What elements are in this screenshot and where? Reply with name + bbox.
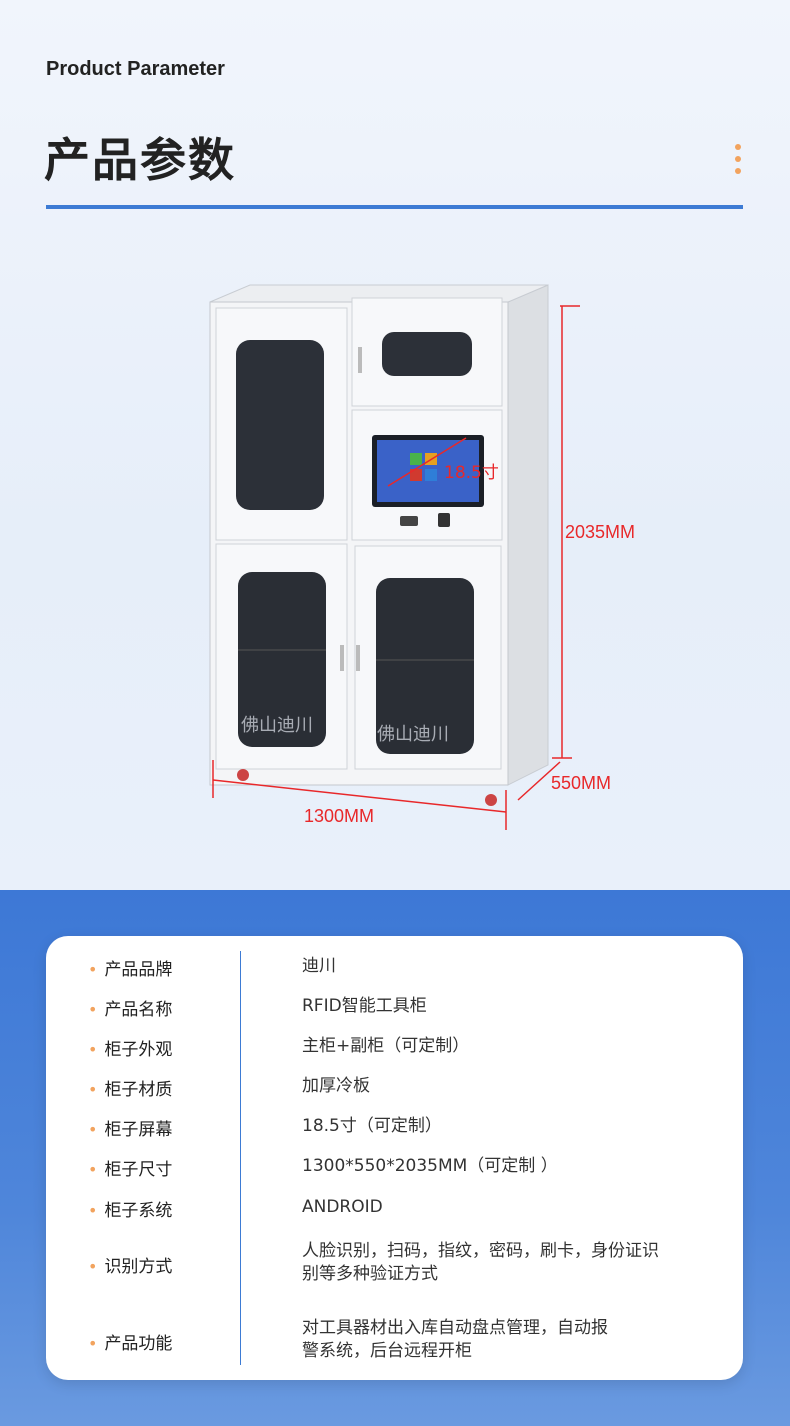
param-value: ANDROID (302, 1197, 383, 1217)
param-value: RFID智能工具柜 (302, 996, 427, 1016)
param-value: 18.5寸（可定制） (302, 1116, 442, 1136)
param-key: 柜子材质 (88, 1075, 172, 1100)
param-key: 柜子屏幕 (88, 1115, 172, 1140)
param-key: 柜子尺寸 (88, 1155, 172, 1180)
param-value: 人脸识别，扫码，指纹，密码，刷卡，身份证识别等多种验证方式 (302, 1241, 659, 1284)
glass-window (238, 572, 326, 747)
height-label: 2035MM (565, 522, 635, 542)
param-value: 主柜+副柜（可定制） (302, 1036, 470, 1056)
watermark-right: 佛山迪川 (377, 724, 449, 745)
param-key: 柜子外观 (88, 1035, 172, 1060)
param-key: 产品名称 (88, 995, 172, 1020)
cabinet-illustration: 佛山迪川 佛山迪川 2035MM 550MM 1300MM 18.5寸 (209, 284, 635, 830)
param-value: 加厚冷板 (302, 1076, 370, 1096)
param-key: 识别方式 (88, 1252, 172, 1277)
param-key: 柜子系统 (88, 1196, 172, 1221)
width-label: 1300MM (304, 806, 374, 826)
title-underline (46, 205, 743, 209)
param-value: 迪川 (302, 956, 336, 976)
param-key: 产品品牌 (88, 955, 172, 980)
param-key: 产品功能 (88, 1329, 172, 1354)
params-divider (240, 951, 241, 1365)
screen-size-label: 18.5寸 (444, 463, 499, 483)
param-value: 对工具器材出入库自动盘点管理，自动报警系统，后台远程开柜 (302, 1318, 608, 1361)
fingerprint-icon (438, 513, 450, 527)
more-dots-icon (735, 144, 743, 180)
param-value: 1300*550*2035MM（可定制 ） (302, 1156, 558, 1176)
glass-window (376, 578, 474, 754)
card-reader-icon (400, 516, 418, 526)
section-title: 产品参数 (44, 133, 236, 187)
glass-window (236, 340, 324, 510)
glass-window (382, 332, 472, 376)
watermark-left: 佛山迪川 (241, 715, 313, 736)
depth-label: 550MM (551, 773, 611, 793)
section-subtitle: Product Parameter (46, 58, 225, 80)
